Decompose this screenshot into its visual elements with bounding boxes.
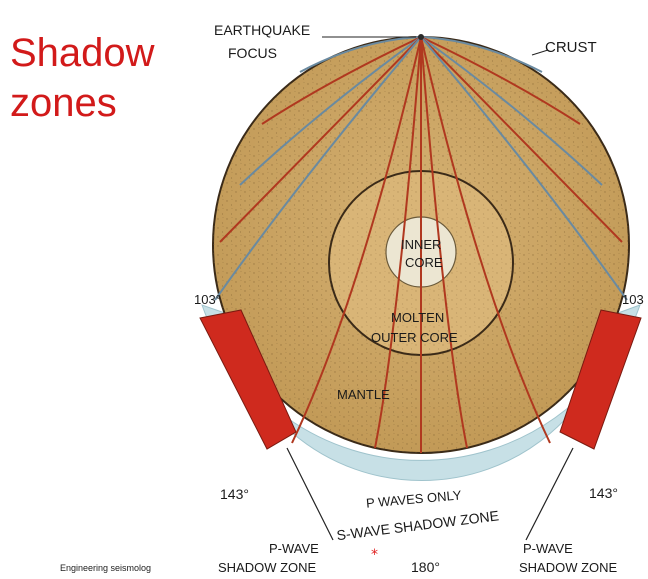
source-caption: Engineering seismolog bbox=[60, 563, 151, 573]
s-wave-shadow-zone-label: S-WAVE SHADOW ZONE bbox=[336, 507, 500, 543]
mantle-label: MANTLE bbox=[337, 387, 390, 402]
p-wave-shadow-left-label-2: SHADOW ZONE bbox=[218, 560, 317, 575]
angle-180: 180° bbox=[411, 559, 440, 575]
crust-label: CRUST bbox=[545, 39, 597, 56]
p-wave-shadow-left-label-1: P-WAVE bbox=[269, 541, 319, 556]
earthquake-focus-label-2: FOCUS bbox=[228, 45, 277, 61]
inner-core-label-1: INNER bbox=[401, 237, 441, 252]
angle-143-right: 143° bbox=[589, 485, 618, 501]
outer-core-label-1: MOLTEN bbox=[391, 310, 444, 325]
angle-103-left: 103° bbox=[194, 292, 221, 307]
inner-core-label-2: CORE bbox=[405, 255, 443, 270]
angle-103-right: 103 bbox=[622, 292, 644, 307]
p-wave-shadow-right-label-2: SHADOW ZONE bbox=[519, 560, 618, 575]
p-waves-only-label: P WAVES ONLY bbox=[365, 487, 462, 510]
angle-143-left: 143° bbox=[220, 486, 249, 502]
outer-core-label-2: OUTER CORE bbox=[371, 330, 458, 345]
red-star-marker: * bbox=[371, 547, 378, 563]
p-wave-shadow-right-label-1: P-WAVE bbox=[523, 541, 573, 556]
earthquake-focus-label-1: EARTHQUAKE bbox=[214, 22, 310, 38]
earthquake-focus bbox=[418, 34, 424, 40]
